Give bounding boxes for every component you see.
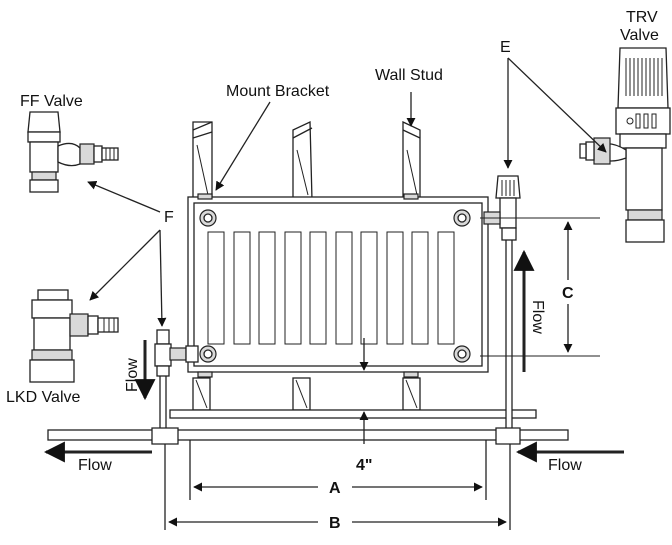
dimension-a-label: A bbox=[329, 480, 341, 497]
dimension-c-label: C bbox=[562, 285, 574, 302]
angle-radiator-valve-icon bbox=[27, 111, 119, 193]
installed-lockshield-valve bbox=[154, 329, 199, 377]
flow-arrow-right-vertical: Flow bbox=[513, 249, 546, 372]
ff-valve-label: FF Valve bbox=[20, 93, 83, 110]
f-arrow-ff bbox=[87, 180, 161, 213]
f-label: F bbox=[164, 209, 174, 226]
flow-label-bottom-left: Flow bbox=[78, 457, 112, 474]
e-arrow-trv bbox=[507, 57, 607, 153]
pipes bbox=[151, 231, 521, 445]
flow-arrow-bottom-left: Flow bbox=[43, 441, 152, 474]
dimension-4in: 4" bbox=[356, 338, 372, 474]
lkd-valve-illustration: LKD Valve bbox=[6, 289, 119, 406]
e-label: E bbox=[500, 39, 511, 56]
f-arrow-installed bbox=[157, 229, 167, 327]
wall-stud-label: Wall Stud bbox=[375, 67, 443, 84]
thermostatic-radiator-valve-icon bbox=[579, 47, 671, 243]
lkd-valve-label: LKD Valve bbox=[6, 389, 81, 406]
trv-label-line1: TRV bbox=[626, 9, 658, 26]
mount-bracket-label: Mount Bracket bbox=[226, 83, 330, 100]
installed-trv-valve bbox=[483, 175, 521, 241]
dimension-b-label: B bbox=[329, 515, 341, 532]
flow-arrow-left-vertical: Flow bbox=[124, 340, 156, 401]
dimension-b: B bbox=[168, 515, 507, 532]
floor-lines bbox=[47, 409, 569, 530]
flow-label-left-vertical: Flow bbox=[124, 358, 141, 392]
dimension-4in-label: 4" bbox=[356, 457, 372, 474]
mount-bracket-arrow bbox=[215, 101, 271, 191]
flow-label-bottom-right: Flow bbox=[548, 457, 582, 474]
dimension-c: C bbox=[480, 217, 600, 357]
flow-arrow-bottom-right: Flow bbox=[515, 441, 624, 474]
ff-valve-illustration: FF Valve bbox=[20, 93, 119, 193]
lockshield-valve-icon bbox=[29, 289, 119, 383]
radiator-panel bbox=[187, 193, 489, 378]
flow-label-right-vertical: Flow bbox=[529, 300, 546, 334]
trv-label-line2: Valve bbox=[620, 27, 659, 44]
dimension-a: A bbox=[193, 480, 483, 497]
trv-valve-illustration: TRV Valve bbox=[579, 9, 671, 243]
f-arrow-lkd bbox=[89, 229, 161, 301]
